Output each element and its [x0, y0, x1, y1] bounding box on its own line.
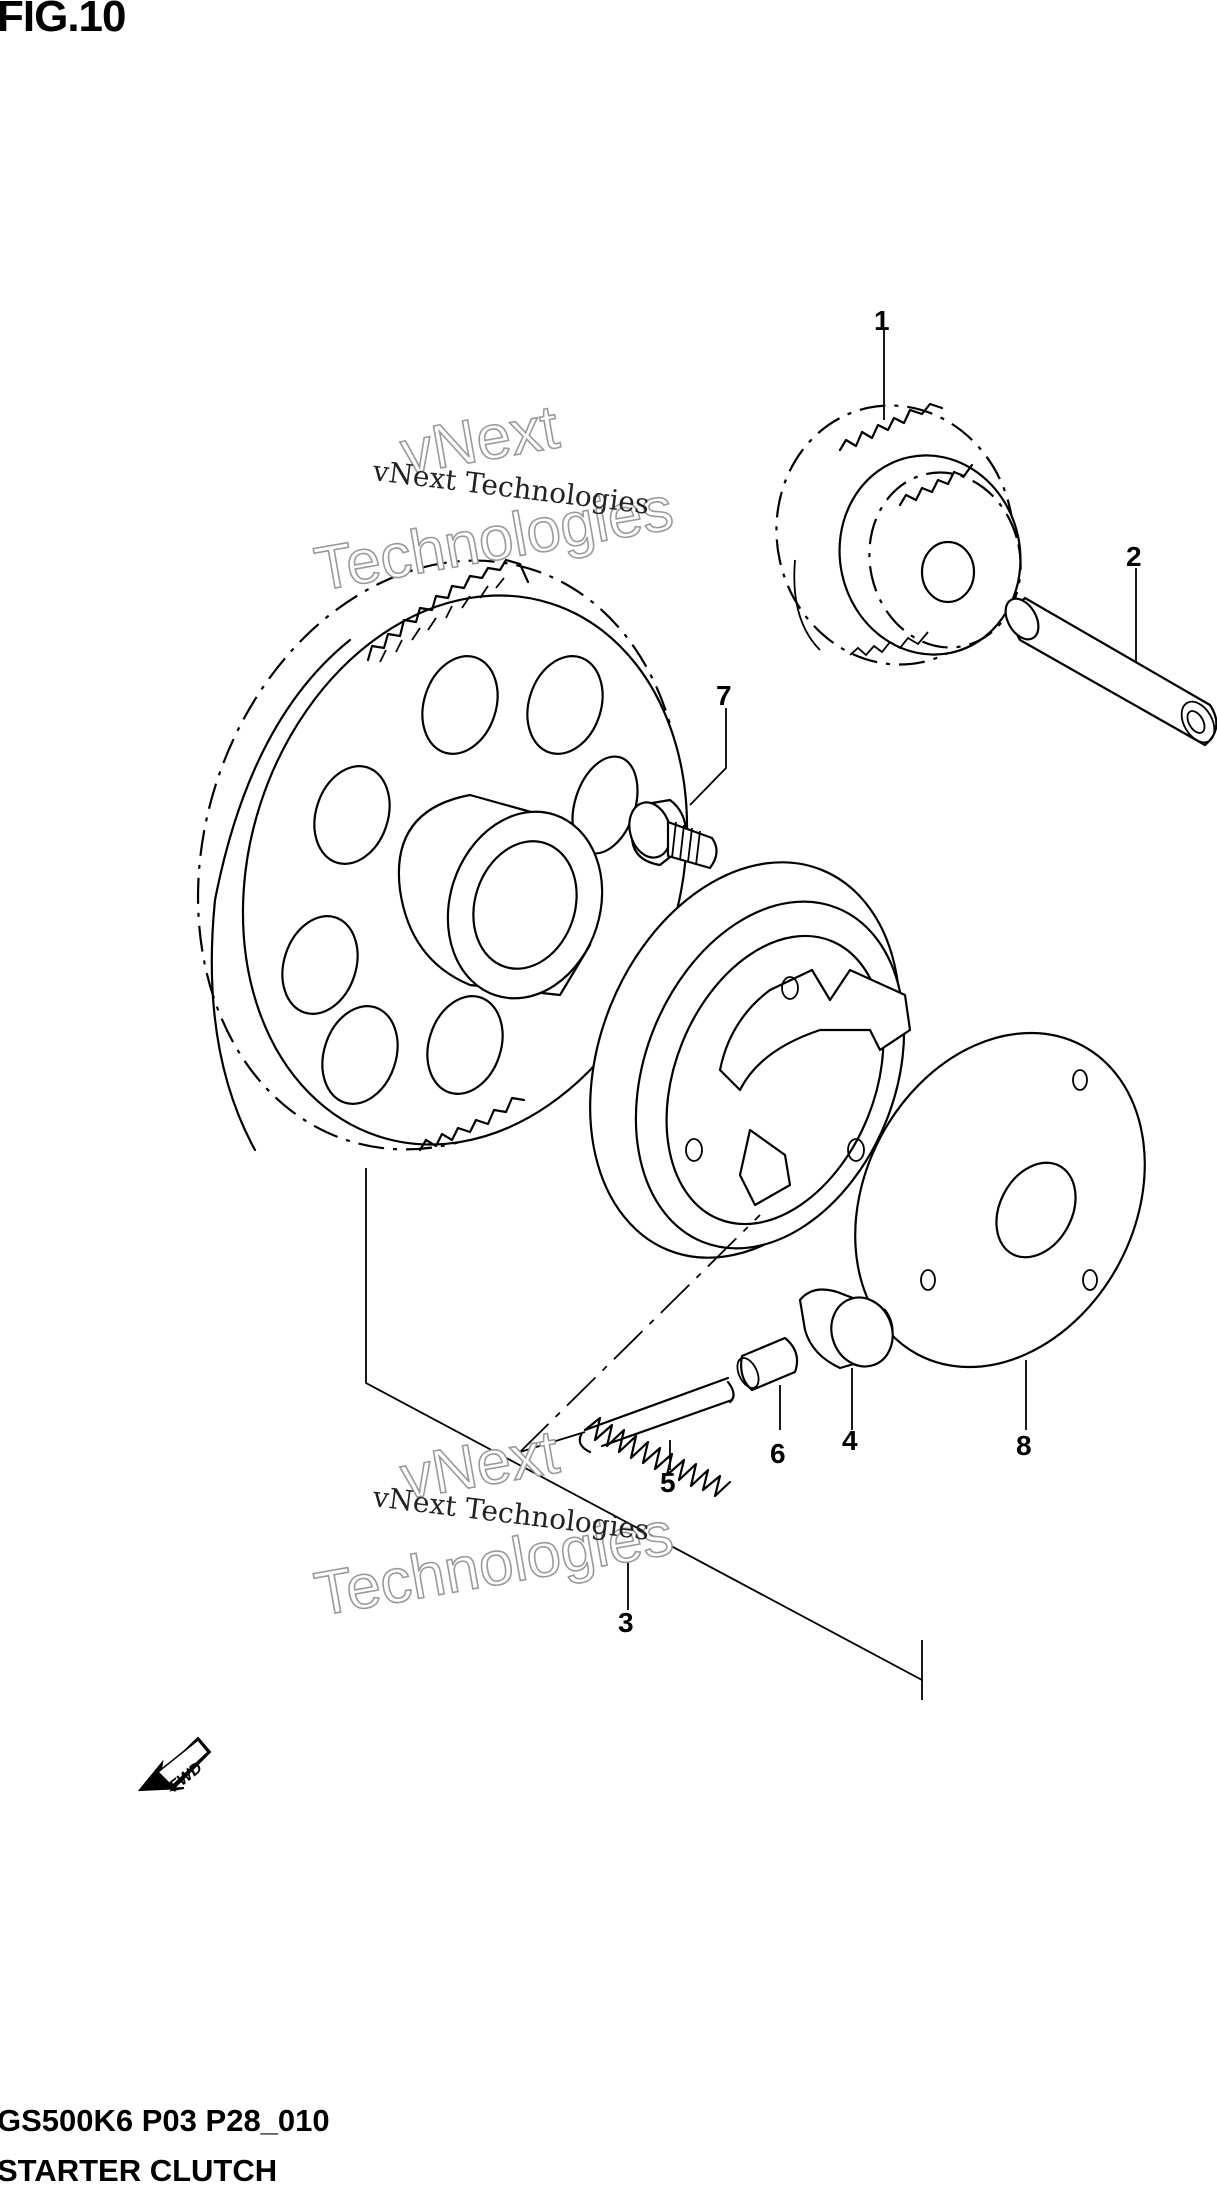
callout-4[interactable]: 4	[842, 1425, 858, 1456]
callout-5[interactable]: 5	[660, 1467, 676, 1498]
callout-1[interactable]: 1	[874, 305, 890, 336]
part-6-spring-cap[interactable]	[733, 1336, 799, 1392]
part-5-spring[interactable]	[578, 1376, 735, 1498]
callout-3[interactable]: 3	[618, 1607, 634, 1638]
part-4-roller[interactable]	[798, 1288, 902, 1375]
callout-2[interactable]: 2	[1126, 541, 1142, 572]
leader-7	[689, 708, 727, 806]
callout-6[interactable]: 6	[770, 1438, 786, 1469]
one-way-clutch-body[interactable]	[534, 816, 956, 1305]
fwd-arrow-icon: FWD	[137, 1736, 212, 1795]
part-3-driven-gear[interactable]	[124, 497, 756, 1213]
figure-title: FIG.10	[0, 0, 126, 41]
part-1-idle-gear[interactable]	[753, 383, 1039, 686]
bracket-3-line-d	[519, 1431, 586, 1453]
bracket-3-line-c	[519, 1214, 761, 1453]
part-8-plate[interactable]	[799, 982, 1202, 1418]
figure-name: STARTER CLUTCH	[0, 2153, 278, 2188]
bracket-3-line-a	[365, 1168, 923, 1681]
part-7-bolt[interactable]	[623, 798, 718, 870]
callout-7[interactable]: 7	[716, 680, 732, 711]
callout-8[interactable]: 8	[1016, 1430, 1032, 1461]
part-2-shaft[interactable]	[999, 593, 1217, 748]
model-code: GS500K6 P03 P28_010	[0, 2103, 330, 2138]
